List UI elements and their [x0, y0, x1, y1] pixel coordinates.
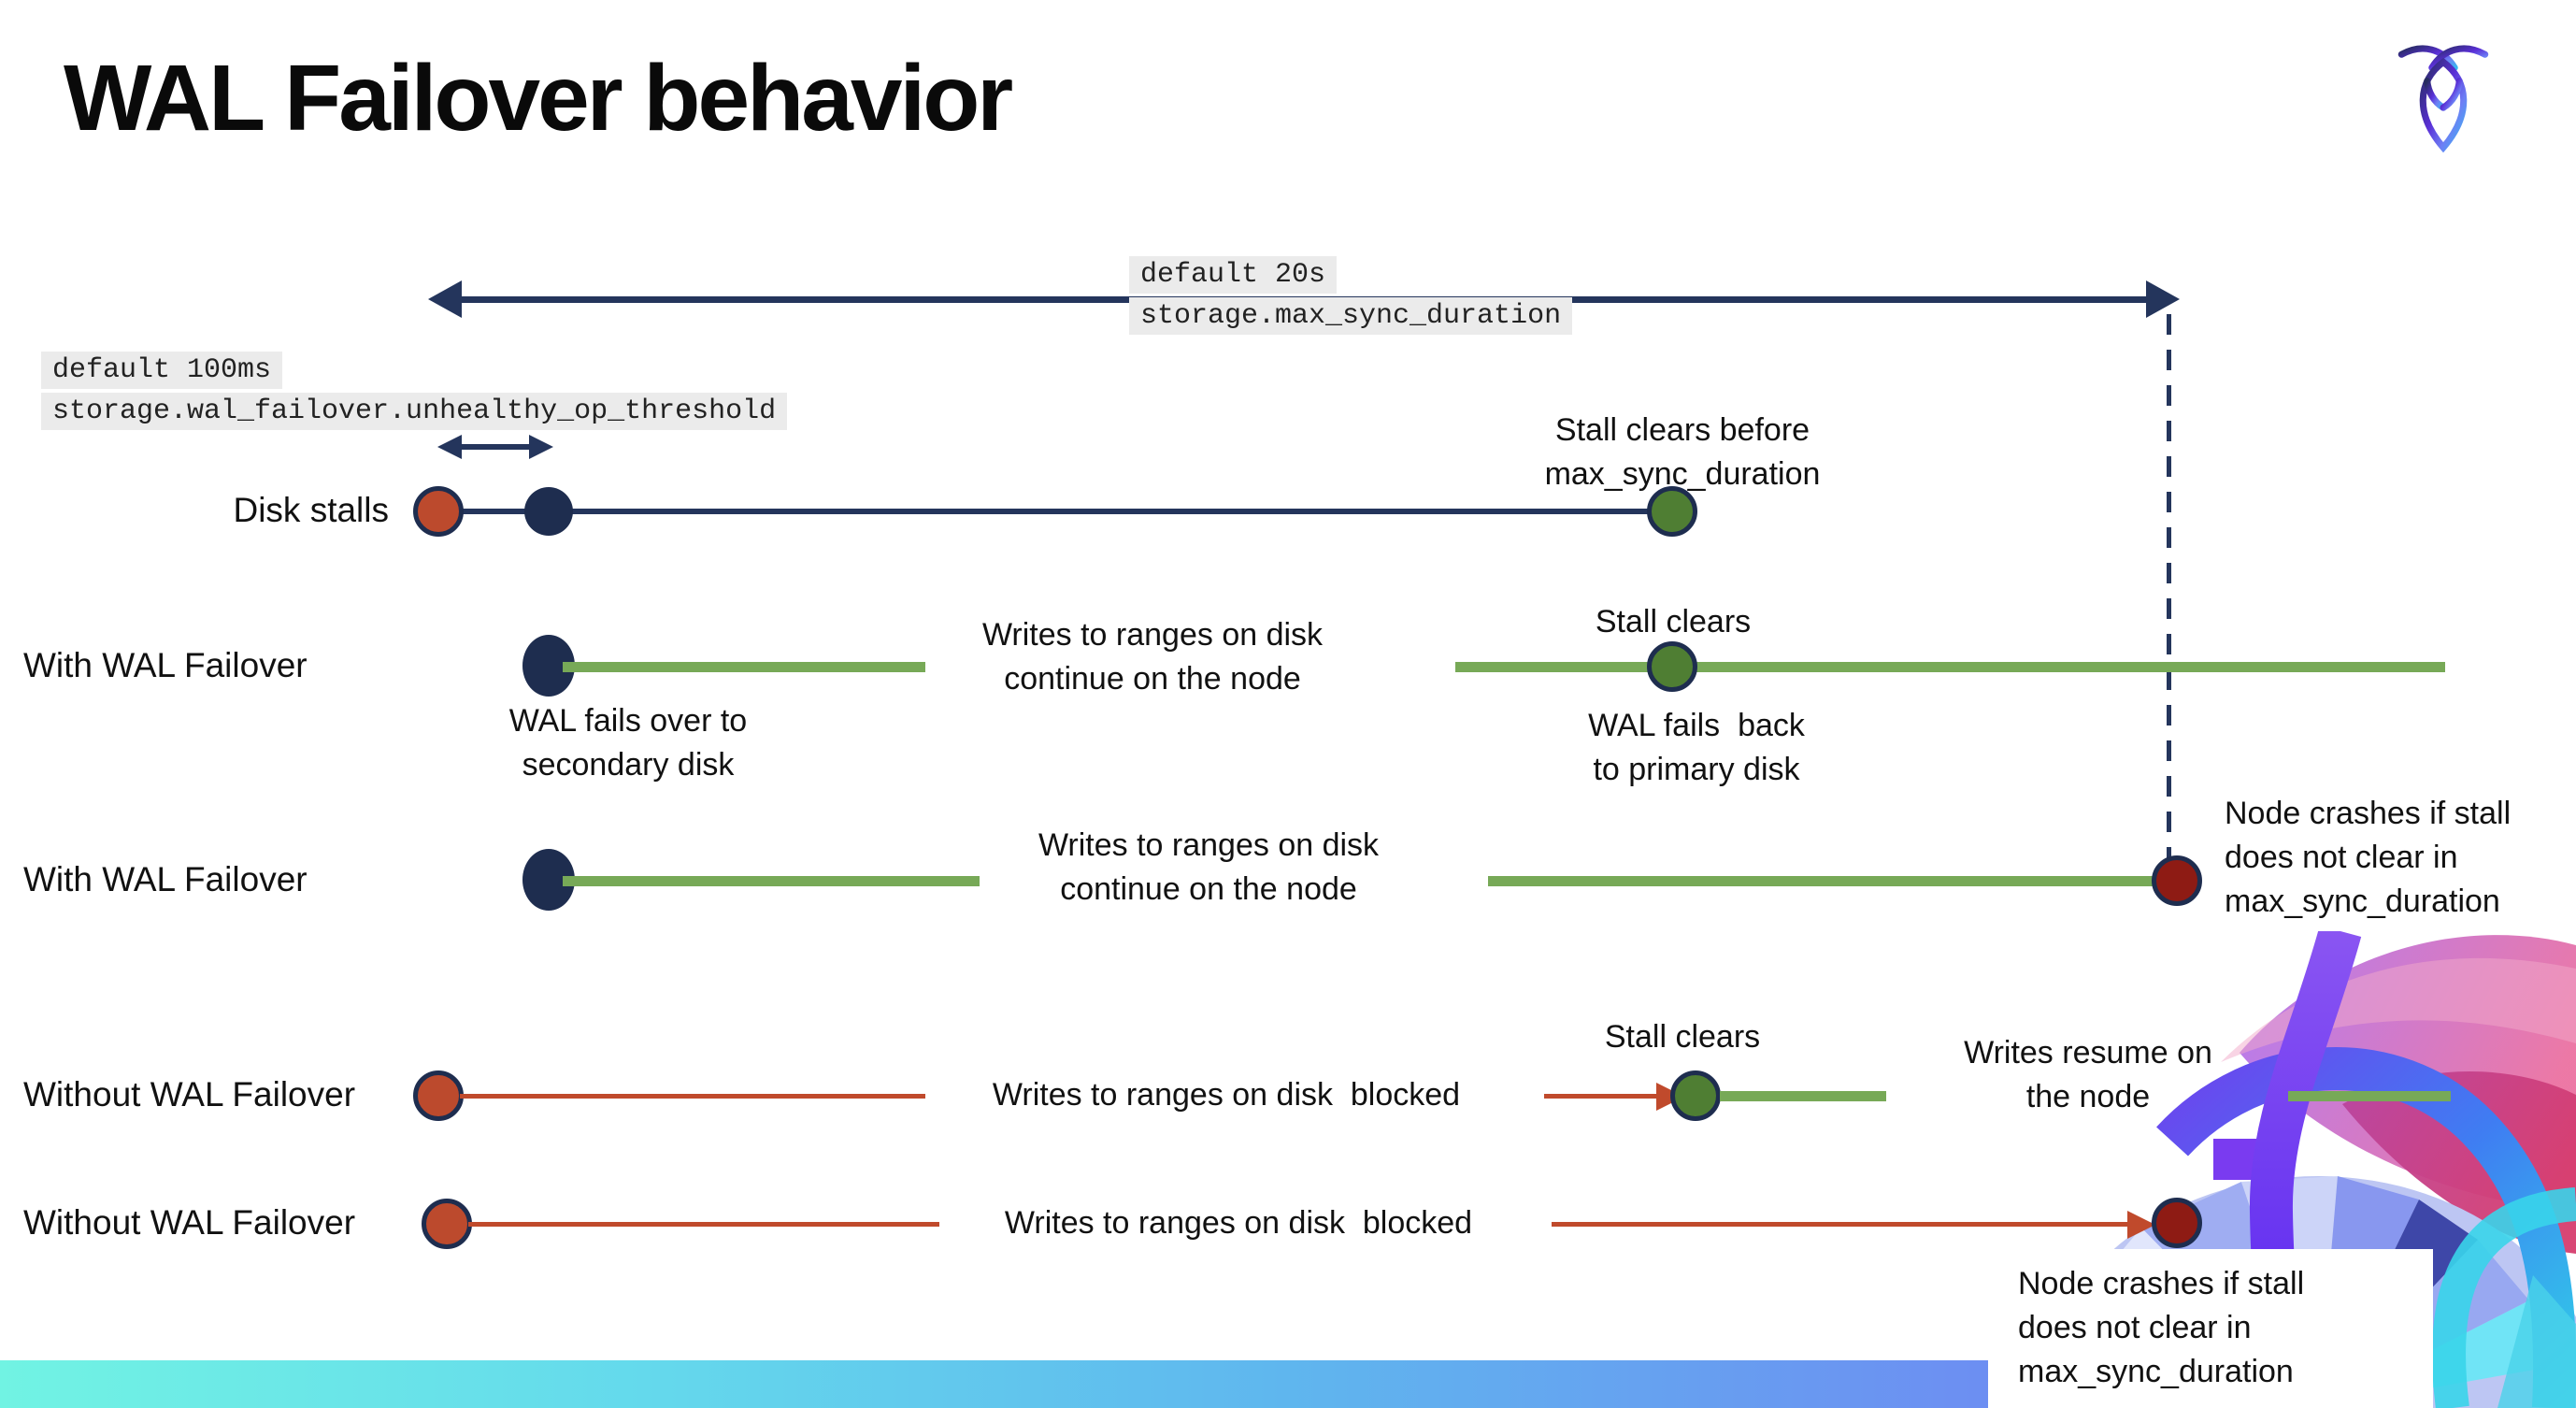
- small-arrow-left-head-icon: [437, 435, 462, 459]
- row2-green-segment-b: [1455, 662, 1650, 672]
- wal-fails-back-note: WAL fails back to primary disk: [1588, 708, 1805, 787]
- row5-red-segment-b: [1552, 1222, 2129, 1227]
- stall-clears-dot-row2: [1647, 641, 1697, 692]
- row-label-without-wal-failover-1: Without WAL Failover: [23, 1075, 356, 1113]
- row-label-without-wal-failover-2: Without WAL Failover: [23, 1203, 356, 1242]
- row3-green-segment-a: [563, 876, 980, 886]
- row4-red-segment-a: [460, 1094, 925, 1099]
- writes-continue-note-row3: Writes to ranges on disk continue on the…: [1038, 827, 1380, 907]
- row5-red-segment-a: [468, 1222, 939, 1227]
- node-crash-dot-row5: [2152, 1198, 2202, 1248]
- small-arrow-right-head-icon: [529, 435, 553, 459]
- unhealthy-op-setting-name: storage.wal_failover.unhealthy_op_thresh…: [41, 393, 788, 430]
- row-label-with-wal-failover-1: With WAL Failover: [23, 646, 308, 684]
- stall-start-dot-row5: [422, 1199, 472, 1249]
- row2-green-segment-c: [1694, 662, 2445, 672]
- threshold-reached-dot: [524, 487, 573, 536]
- node-crash-note-row3: Node crashes if stall does not clear in …: [2225, 796, 2512, 919]
- max-sync-deadline-dashed-line: [2167, 314, 2171, 858]
- arrow-right-head-icon: [2146, 280, 2180, 318]
- disk-stall-timeline-line: [438, 509, 1672, 514]
- stall-clears-note-row2: Stall clears: [1595, 604, 1752, 639]
- writes-blocked-note-row5: Writes to ranges on disk blocked: [1004, 1205, 1473, 1241]
- row4-red-segment-b: [1544, 1094, 1658, 1099]
- writes-resume-note: Writes resume on the node: [1964, 1035, 2212, 1114]
- stall-start-dot-row4: [413, 1070, 464, 1121]
- wal-fails-over-note: WAL fails over to secondary disk: [508, 703, 748, 783]
- node-crash-note-row5: Node crashes if stall does not clear in …: [2018, 1266, 2305, 1389]
- stall-clears-dot-row4: [1670, 1070, 1721, 1121]
- page-title: WAL Failover behavior: [64, 46, 1013, 151]
- row3-green-segment-b: [1488, 876, 2157, 886]
- stall-start-dot: [413, 486, 464, 537]
- cockroachdb-logo-icon: [2397, 45, 2489, 153]
- row-label-with-wal-failover-2: With WAL Failover: [23, 860, 308, 898]
- row5-red-arrowhead-icon: [2127, 1211, 2155, 1239]
- row4-green-segment-a: [1720, 1091, 1886, 1101]
- unhealthy-op-default-label: default 100ms: [41, 352, 283, 389]
- row2-green-segment-a: [563, 662, 925, 672]
- writes-blocked-note-row4: Writes to ranges on disk blocked: [992, 1077, 1461, 1113]
- node-crash-callout-box: Node crashes if stall does not clear in …: [1988, 1249, 2433, 1408]
- stall-clears-before-note: Stall clears before max_sync_duration: [1544, 412, 1821, 492]
- max-sync-setting-name: storage.max_sync_duration: [1129, 297, 1573, 335]
- max-sync-default-label: default 20s: [1129, 256, 1338, 294]
- unhealthy-op-arrow-line: [458, 444, 533, 450]
- arrow-left-head-icon: [428, 280, 462, 318]
- row-label-disk-stalls: Disk stalls: [233, 491, 389, 529]
- stall-clears-dot-row1: [1647, 486, 1697, 537]
- row4-green-segment-b: [2288, 1091, 2451, 1101]
- node-crash-dot-row3: [2152, 855, 2202, 906]
- stall-clears-note-row4: Stall clears: [1604, 1019, 1761, 1055]
- writes-continue-note-row2: Writes to ranges on disk continue on the…: [981, 617, 1324, 697]
